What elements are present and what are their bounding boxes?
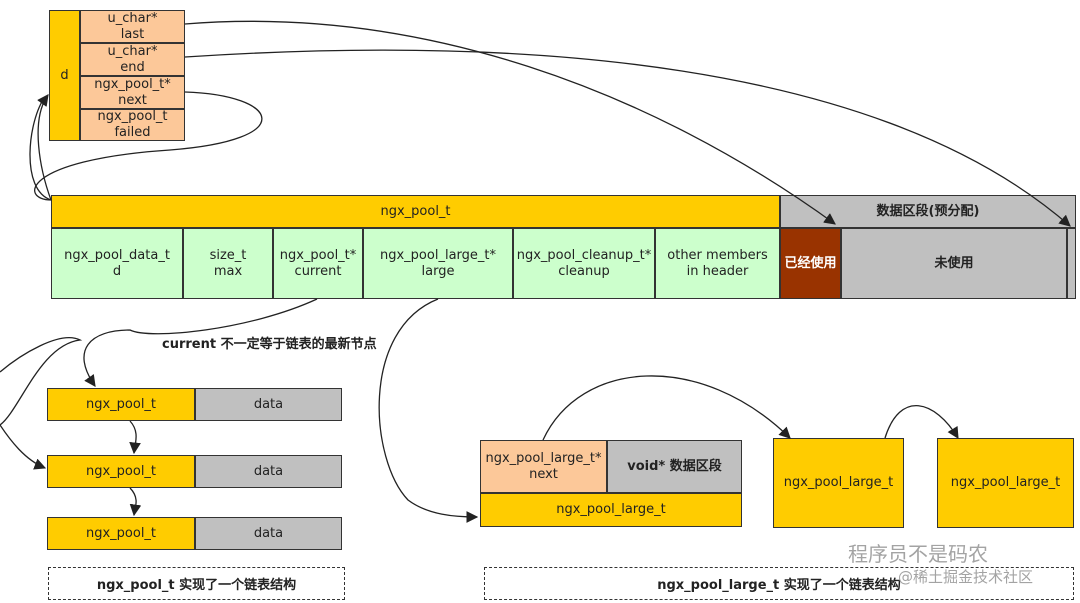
cell-other-members-label: other members in header bbox=[667, 247, 768, 279]
pool-node-3-data: data bbox=[195, 517, 342, 550]
watermark-line1: 程序员不是码农 bbox=[848, 542, 988, 566]
pool-data-d-block: d bbox=[49, 10, 80, 141]
cell-size-max: size_t max bbox=[183, 228, 273, 299]
pool-node-2-data: data bbox=[195, 455, 342, 488]
field-last-label: u_char* last bbox=[107, 10, 158, 42]
large-chain-caption: ngx_pool_large_t 实现了一个链表结构 bbox=[484, 567, 1074, 600]
pool-chain-caption: ngx_pool_t 实现了一个链表结构 bbox=[48, 567, 345, 600]
field-failed: ngx_pool_t failed bbox=[80, 109, 185, 141]
field-last: u_char* last bbox=[80, 10, 185, 43]
large-node-1-next-label: ngx_pool_large_t* next bbox=[485, 450, 602, 482]
pool-data-d-label: d bbox=[60, 67, 69, 83]
arrow-last-to-used bbox=[184, 20, 836, 225]
large-chain-caption-text: ngx_pool_large_t 实现了一个链表结构 bbox=[657, 578, 901, 593]
field-next: ngx_pool_t* next bbox=[80, 76, 185, 109]
cell-pool-data-d: ngx_pool_data_t d bbox=[51, 228, 183, 299]
arrow-large-to-large1 bbox=[378, 298, 479, 523]
cell-cleanup: ngx_pool_cleanup_t* cleanup bbox=[513, 228, 655, 299]
cell-cleanup-label: ngx_pool_cleanup_t* cleanup bbox=[516, 247, 652, 279]
pool-node-3-label: ngx_pool_t bbox=[85, 525, 157, 541]
cell-unused: 未使用 bbox=[841, 228, 1067, 299]
cell-size-max-label: size_t max bbox=[209, 247, 247, 279]
data-region-header: 数据区段(预分配) bbox=[780, 195, 1076, 228]
pool-node-2-label: ngx_pool_t bbox=[85, 463, 157, 479]
cell-large: ngx_pool_large_t* large bbox=[363, 228, 513, 299]
arrow-pool1-to-pool2 bbox=[129, 420, 141, 455]
large-node-3-label: ngx_pool_large_t bbox=[950, 475, 1061, 490]
current-note: current 不一定等于链表的最新节点 bbox=[162, 337, 377, 352]
large-node-3: ngx_pool_large_t bbox=[937, 438, 1074, 528]
main-header-label: ngx_pool_t bbox=[380, 203, 451, 219]
pool-node-1: ngx_pool_t bbox=[47, 388, 195, 421]
large-node-1-label: ngx_pool_large_t bbox=[556, 502, 666, 517]
large-node-1-data: void* 数据区段 bbox=[607, 440, 742, 493]
cell-other-members: other members in header bbox=[655, 228, 780, 299]
large-node-1-data-label: void* 数据区段 bbox=[627, 458, 722, 474]
pool-node-2-data-label: data bbox=[253, 463, 284, 479]
pool-node-1-label: ngx_pool_t bbox=[85, 396, 157, 412]
watermark-line2: @稀土掘金技术社区 bbox=[898, 568, 1034, 586]
large-node-1: ngx_pool_large_t bbox=[480, 493, 742, 527]
pool-node-1-data: data bbox=[195, 388, 342, 421]
pool-node-1-data-label: data bbox=[253, 396, 284, 412]
cell-pool-data-d-label: ngx_pool_data_t d bbox=[64, 247, 170, 279]
pool-node-3: ngx_pool_t bbox=[47, 517, 195, 550]
cell-current: ngx_pool_t* current bbox=[273, 228, 363, 299]
cell-current-label: ngx_pool_t* current bbox=[279, 247, 357, 279]
large-node-2-label: ngx_pool_large_t bbox=[783, 475, 894, 490]
large-node-1-next: ngx_pool_large_t* next bbox=[480, 440, 607, 493]
main-header-ngx-pool-t: ngx_pool_t bbox=[51, 195, 780, 228]
field-end: u_char* end bbox=[80, 43, 185, 76]
field-failed-label: ngx_pool_t failed bbox=[97, 109, 168, 140]
arrow-pool2-to-pool3 bbox=[129, 487, 142, 517]
cell-used: 已经使用 bbox=[780, 228, 841, 299]
cell-unused-label: 未使用 bbox=[934, 255, 974, 271]
arrow-large2-to-large3 bbox=[884, 405, 959, 440]
pool-chain-caption-text: ngx_pool_t 实现了一个链表结构 bbox=[96, 578, 297, 593]
arrow-large1-to-large2 bbox=[542, 375, 791, 441]
arrow-left-loop-top bbox=[29, 96, 52, 201]
data-region-label: 数据区段(预分配) bbox=[876, 203, 980, 219]
field-end-label: u_char* end bbox=[107, 43, 158, 75]
field-next-label: ngx_pool_t* next bbox=[94, 76, 171, 108]
pool-node-2: ngx_pool_t bbox=[47, 455, 195, 488]
cell-unused-end bbox=[1067, 228, 1076, 299]
cell-large-label: ngx_pool_large_t* large bbox=[380, 247, 496, 279]
large-node-2: ngx_pool_large_t bbox=[773, 438, 904, 528]
pool-node-3-data-label: data bbox=[253, 525, 284, 541]
cell-used-label: 已经使用 bbox=[784, 255, 837, 271]
